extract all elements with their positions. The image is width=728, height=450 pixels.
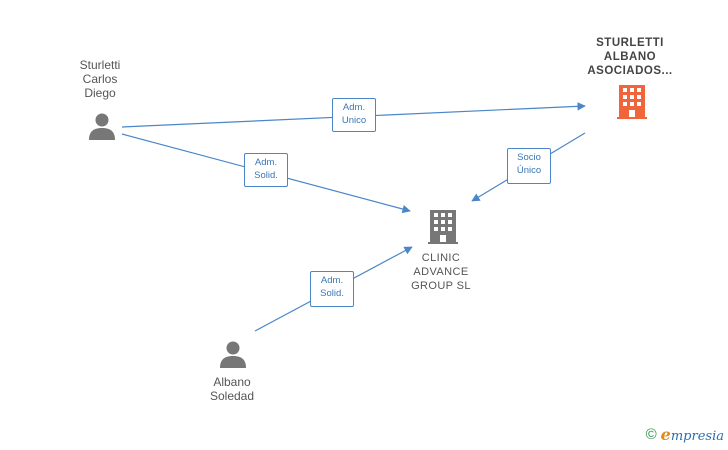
building-icon-main[interactable] xyxy=(617,85,647,119)
empresia-watermark: © empresia xyxy=(646,425,724,444)
person-icon[interactable] xyxy=(219,340,247,368)
person-label-albano-soledad[interactable]: Albano Soledad xyxy=(209,375,255,403)
company-label-clinic[interactable]: CLINIC ADVANCE GROUP SL xyxy=(411,252,471,292)
empresia-logo: empresia xyxy=(660,425,724,444)
building-icon[interactable] xyxy=(428,210,458,244)
edge-label-adm-unico: Adm. Unico xyxy=(332,98,376,132)
copyright-symbol: © xyxy=(645,426,657,443)
edge-label-adm-solid-soledad: Adm. Solid. xyxy=(310,271,354,307)
person-icon[interactable] xyxy=(88,112,116,140)
person-label-sturletti-carlos[interactable]: Sturletti Carlos Diego xyxy=(79,58,121,100)
edge-label-socio-unico: Socio Único xyxy=(507,148,551,184)
company-label-sturletti-albano[interactable]: STURLETTI ALBANO ASOCIADOS... xyxy=(587,37,673,77)
edge-label-adm-solid-carlos: Adm. Solid. xyxy=(244,153,288,187)
